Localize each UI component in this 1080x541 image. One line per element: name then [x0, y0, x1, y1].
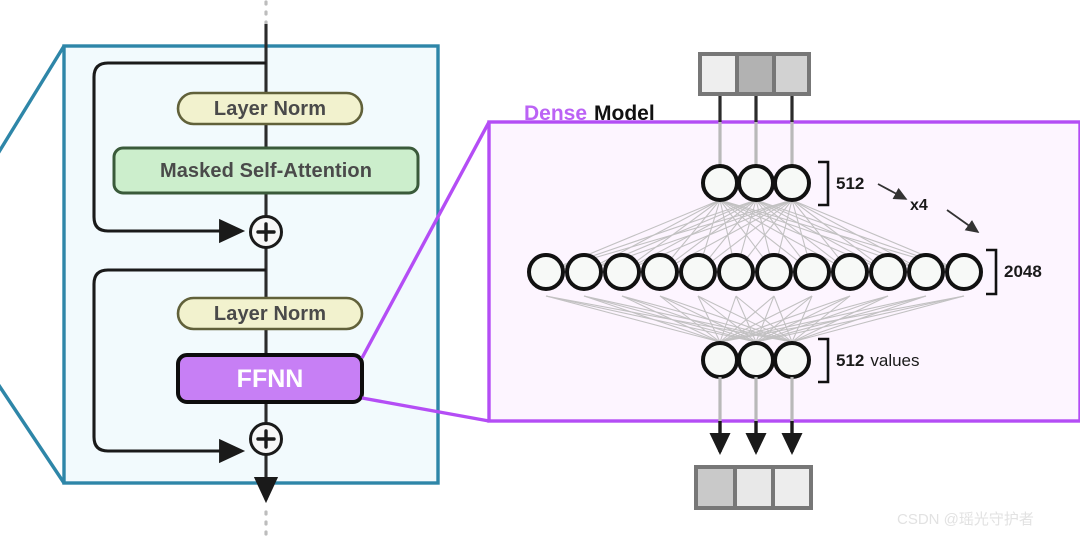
output-layer-size-label: 512 values	[836, 352, 920, 370]
bracket-top-layer	[818, 160, 830, 207]
zoom-lines-ffnn	[360, 121, 491, 423]
neurons-output-projection-layer	[701, 341, 811, 379]
output-cell-3	[775, 469, 809, 506]
output-cell-2	[737, 469, 771, 506]
neuron	[869, 253, 907, 291]
neuron	[793, 253, 831, 291]
neuron	[945, 253, 983, 291]
layer-norm-2-box[interactable]	[176, 296, 364, 331]
input-cell-1	[702, 56, 735, 92]
neuron	[603, 253, 641, 291]
neuron	[773, 164, 811, 202]
neuron	[831, 253, 869, 291]
neuron	[641, 253, 679, 291]
expansion-factor-label: x4	[910, 197, 928, 214]
neuron	[773, 341, 811, 379]
dense-model-title: Dense Model	[524, 103, 655, 124]
bracket-output-layer	[818, 337, 830, 384]
neuron	[907, 253, 945, 291]
neuron	[717, 253, 755, 291]
masked-self-attention-label: Masked Self-Attention	[159, 160, 373, 182]
neuron	[755, 253, 793, 291]
skip-connection-ffnn	[92, 268, 266, 464]
residual-add-node-2	[249, 422, 283, 456]
layer-norm-1-label: Layer Norm	[213, 98, 327, 120]
masked-self-attention-box[interactable]	[112, 146, 420, 195]
output-layer-size-unit: values	[870, 351, 920, 370]
neuron	[737, 341, 775, 379]
output-leads	[709, 421, 803, 456]
output-cell-1	[698, 469, 733, 506]
zoom-line-ffnn-bottom	[361, 396, 490, 423]
bracket-hidden-layer	[986, 248, 998, 296]
watermark-text: CSDN @瑶光守护者	[897, 511, 1034, 528]
input-leads-inner	[718, 122, 794, 166]
dense-model-title-main: Model	[594, 102, 655, 125]
zoom-line-ffnn-top	[360, 121, 491, 359]
input-cell-3	[776, 56, 807, 92]
zoom-lines-left	[0, 45, 66, 484]
neuron	[737, 164, 775, 202]
edges-hidden-to-output	[545, 295, 965, 343]
neuron	[527, 253, 565, 291]
layer-norm-2-label: Layer Norm	[213, 303, 327, 325]
output-leads-inner	[718, 377, 794, 421]
input-token-cells	[698, 52, 811, 96]
neurons-hidden-layer	[527, 253, 983, 291]
expansion-arrow	[877, 183, 980, 233]
layer-norm-1-box[interactable]	[176, 91, 364, 126]
neuron	[679, 253, 717, 291]
skip-connection-attention	[92, 61, 266, 244]
neurons-input-projection-layer	[701, 164, 811, 202]
zoom-line-bottom	[0, 383, 66, 484]
ffnn-box[interactable]	[176, 353, 364, 404]
input-cell-2	[739, 56, 772, 92]
neuron	[701, 341, 739, 379]
dense-model-title-accent: Dense	[524, 102, 588, 125]
output-layer-size-value: 512	[836, 351, 865, 370]
input-leads	[718, 96, 794, 122]
ffnn-label: FFNN	[236, 365, 304, 393]
output-token-cells	[694, 465, 813, 510]
residual-add-node-1	[249, 215, 283, 249]
hidden-layer-size-label: 2048	[1004, 262, 1042, 281]
neuron	[701, 164, 739, 202]
zoom-line-top	[0, 45, 66, 154]
neuron	[565, 253, 603, 291]
top-layer-size-label: 512	[836, 174, 865, 193]
